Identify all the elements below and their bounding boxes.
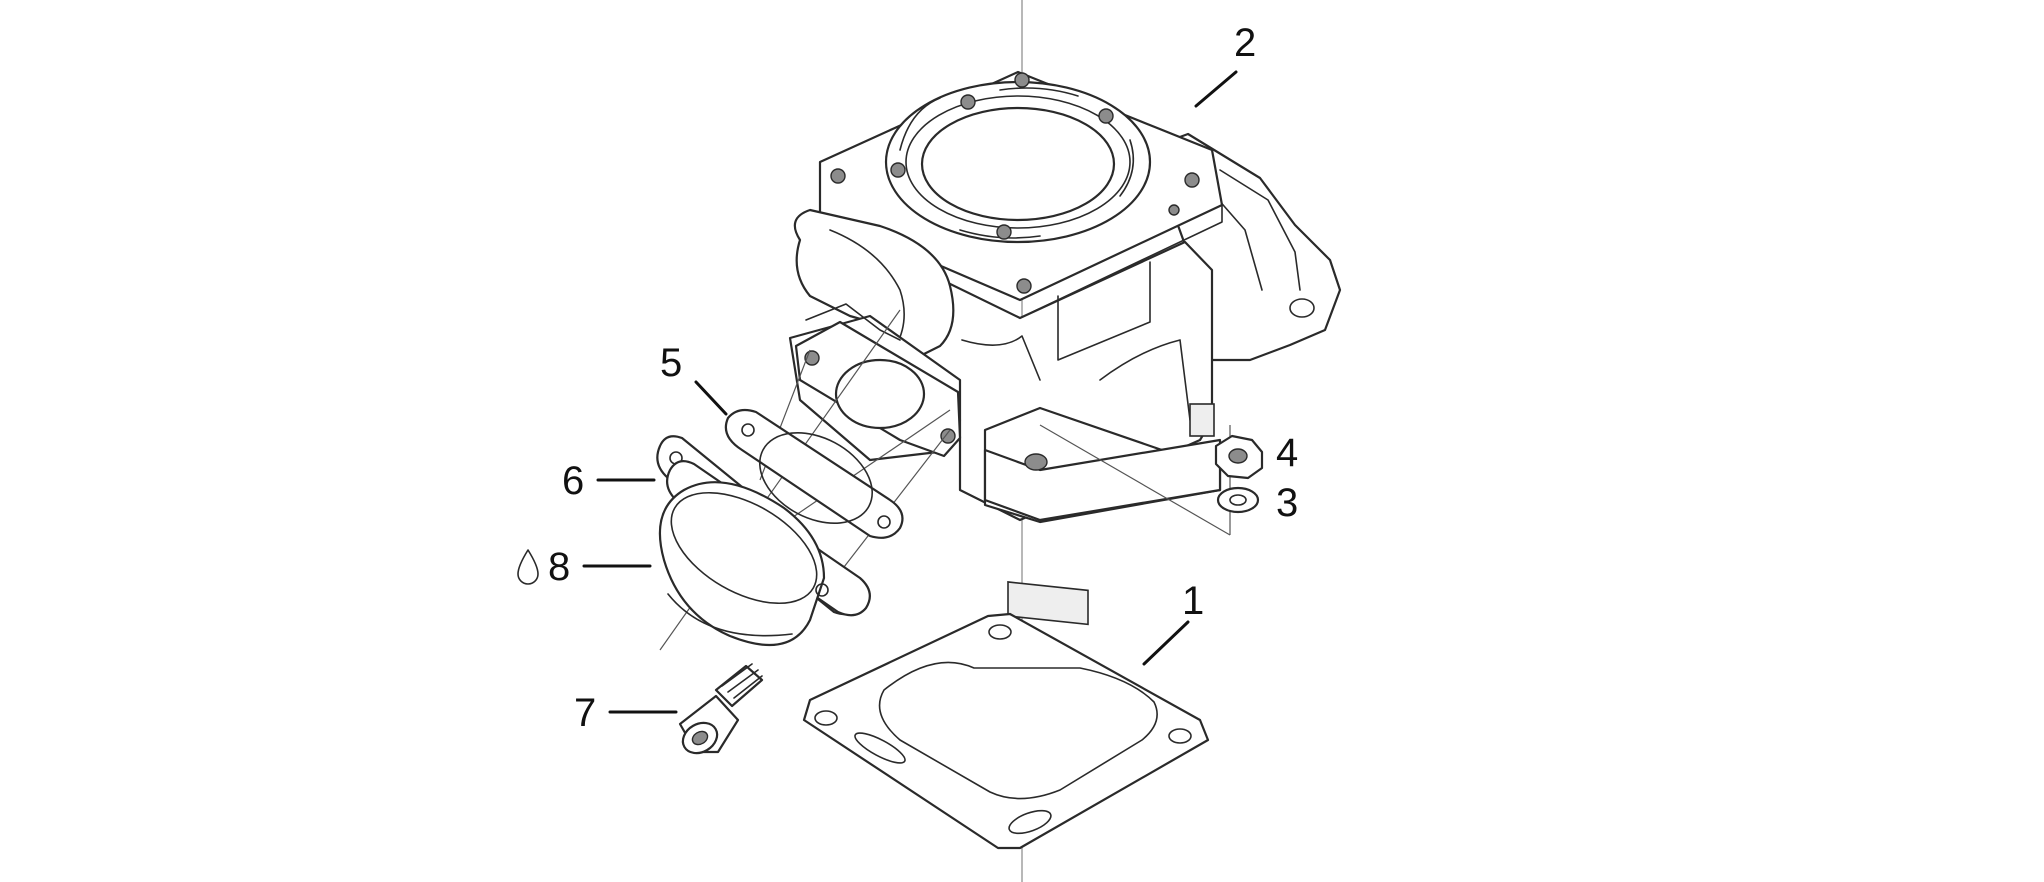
- intake-gasket-hole: [741, 423, 755, 437]
- base-window-side: [1189, 403, 1215, 437]
- drop-icon-shape: [517, 549, 539, 585]
- intake-gasket-port: [758, 432, 874, 524]
- intake-gasket-hole: [877, 515, 891, 529]
- ring-slot-1: [899, 97, 941, 151]
- base-gasket-slot: [854, 732, 906, 764]
- socket-screw-thread: [721, 663, 763, 699]
- leader-line-5: [694, 380, 728, 416]
- intake-flange-tube-end: [667, 593, 793, 637]
- callout-7: 7: [574, 691, 596, 735]
- washer: [1216, 486, 1260, 514]
- nut-bore: [1228, 448, 1248, 464]
- stud-hole: [1184, 172, 1200, 188]
- intake-flange: [658, 459, 871, 647]
- callout-6: 6: [562, 459, 584, 503]
- intake-gasket: [724, 408, 904, 539]
- base-gasket: [802, 612, 1210, 850]
- leader-lines: [582, 70, 1238, 714]
- callout-labels: 2 1 4 3 5 6 8 7: [548, 21, 1298, 735]
- ring-slot-3: [1119, 139, 1135, 197]
- callout-3: 3: [1276, 481, 1298, 525]
- intake-flange-hole: [815, 583, 829, 597]
- intake-flange-tube-ring: [670, 491, 818, 605]
- cylinder: [788, 70, 1342, 626]
- stud-hole: [996, 224, 1012, 240]
- socket-screw: [678, 663, 764, 755]
- ring-slot-2: [999, 87, 1079, 97]
- barrel-rib: [1099, 339, 1191, 421]
- intake-boss-port: [834, 358, 926, 430]
- socket-screw-hex: [691, 730, 709, 746]
- intake-boss-top: [805, 303, 901, 341]
- stud-hole: [1016, 278, 1032, 294]
- stud-hole: [830, 168, 846, 184]
- base-window-front: [1007, 581, 1089, 626]
- base-gasket-hole: [1168, 728, 1192, 744]
- base-gasket-hole: [988, 624, 1012, 640]
- stud-hole: [960, 94, 976, 110]
- washer-inner: [1229, 494, 1247, 506]
- stud-hole: [1168, 204, 1180, 216]
- base-gasket-slot: [1008, 809, 1052, 835]
- cylinder-bore: [920, 106, 1116, 222]
- callout-8: 8: [548, 545, 570, 589]
- intake-boss-bolt: [940, 428, 956, 444]
- leader-line-2: [1194, 70, 1238, 108]
- base-gasket-hole: [814, 710, 838, 726]
- callout-1: 1: [1182, 579, 1204, 623]
- drop-icon: [517, 549, 539, 585]
- leader-line-1: [1142, 620, 1190, 666]
- callout-4: 4: [1276, 431, 1298, 475]
- cylinder-bore-ring-inner: [905, 95, 1131, 229]
- wing-edge: [829, 229, 905, 347]
- base-gasket-outline: [802, 612, 1210, 850]
- exhaust-rib: [1219, 169, 1301, 291]
- barrel-panel: [1057, 261, 1151, 361]
- exhaust-port-hole: [1289, 298, 1315, 318]
- callout-2: 2: [1234, 21, 1256, 65]
- cylinder-transfer-wing: [793, 208, 955, 358]
- stud-hole: [1098, 108, 1114, 124]
- washer-outer: [1216, 486, 1260, 514]
- callout-5: 5: [660, 341, 682, 385]
- guide-line-nut: [1039, 424, 1231, 536]
- nut: [1214, 434, 1264, 480]
- stud-hole: [1014, 72, 1030, 88]
- base-stud-hole: [1024, 453, 1048, 471]
- intake-flange-tube: [658, 481, 826, 647]
- base-gasket-bore: [878, 661, 1158, 800]
- stud-hole: [890, 162, 906, 178]
- barrel-panel-2: [961, 335, 1041, 381]
